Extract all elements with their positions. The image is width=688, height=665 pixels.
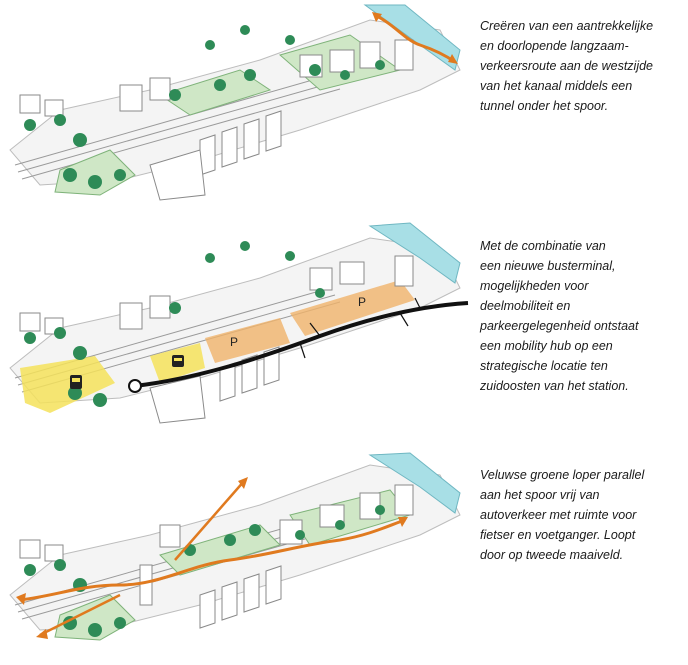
buildings	[19, 255, 414, 424]
route-arrow-start	[372, 12, 382, 22]
panel-1-caption: Creëren van een aantrekkelijke en doorlo…	[480, 19, 654, 113]
panel-slow-traffic-route: Creëren van een aantrekkelijke en doorlo…	[0, 0, 688, 215]
green-corridor-line	[19, 518, 406, 602]
illustration-mobility-hub: P P	[9, 222, 469, 424]
illustration-slow-traffic-route	[9, 4, 461, 201]
trees	[24, 25, 385, 189]
north-branch-arrow	[238, 477, 248, 489]
route-arrow-end	[448, 54, 458, 64]
parking-label-b: P	[358, 295, 366, 309]
bus-icon	[172, 355, 184, 367]
north-branch-line	[174, 479, 246, 561]
canal-water	[368, 222, 461, 284]
canal-water	[368, 452, 461, 514]
south-branch-arrow	[36, 629, 48, 639]
corridor-arrow-east	[398, 517, 408, 527]
slow-traffic-route-line	[374, 13, 456, 64]
trees	[24, 241, 325, 407]
parking-zone-b	[290, 280, 415, 336]
trees	[24, 505, 385, 637]
buildings	[19, 39, 414, 201]
corridor-arrow-west	[16, 593, 26, 605]
illustration-green-corridor	[9, 452, 461, 641]
panel-2-caption: Met de combinatie van een nieuwe busterm…	[480, 239, 639, 393]
parking-label-a: P	[230, 335, 238, 349]
panel-mobility-hub: P P	[0, 218, 688, 433]
train-icon	[70, 375, 82, 389]
panel-3-caption: Veluwse groene loper parallel aan het sp…	[480, 468, 645, 562]
parking-zone-a	[205, 318, 290, 363]
road-access-arrows	[299, 297, 421, 359]
panel-green-corridor: Veluwse groene loper parallel aan het sp…	[0, 445, 688, 665]
road-terminus-node	[128, 379, 142, 393]
station-hub-zone	[20, 356, 115, 413]
south-branch-line	[39, 593, 121, 637]
canal-water	[363, 4, 461, 71]
